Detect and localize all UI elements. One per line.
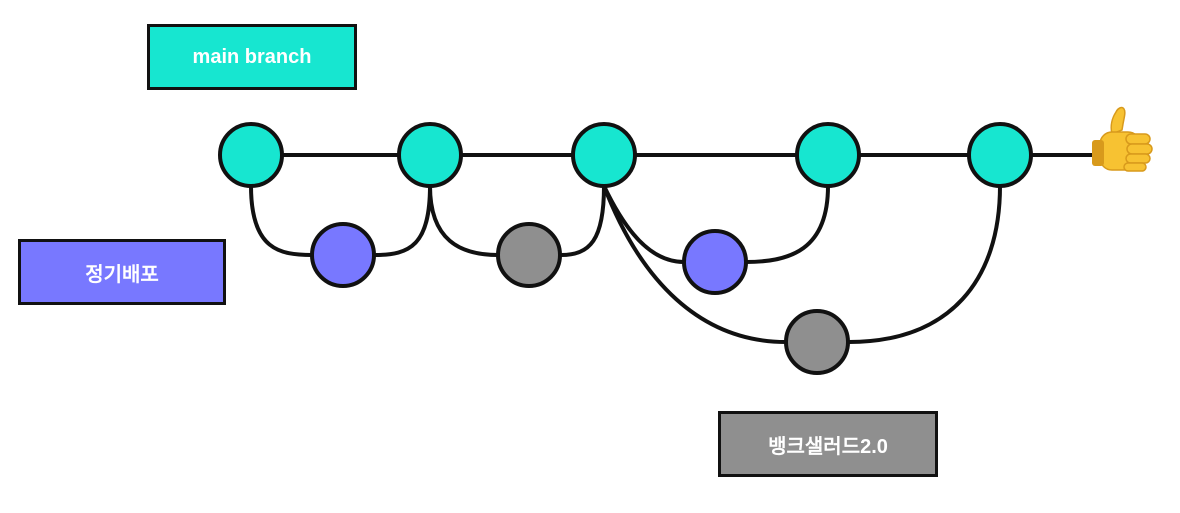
edge-main3-to-bank2 — [602, 184, 788, 344]
main-commit-node — [967, 122, 1033, 188]
edges — [249, 153, 1097, 344]
regular-release-node — [310, 222, 376, 288]
banksalad-node — [496, 222, 562, 288]
banksalad-legend: 뱅크샐러드2.0 — [718, 411, 938, 477]
edge-main2-to-bank1 — [428, 184, 500, 257]
edge-main1-to-regular1 — [249, 184, 314, 257]
main-commit-node — [397, 122, 463, 188]
edge-main3-to-regular2 — [602, 184, 686, 264]
regular-release-node — [682, 229, 748, 295]
regular-release-legend: 정기배포 — [18, 239, 226, 305]
main-commit-node — [571, 122, 637, 188]
edge-regular2-to-main4 — [744, 184, 830, 264]
main-branch-legend: main branch — [147, 24, 357, 90]
banksalad-label: 뱅크샐러드2.0 — [768, 435, 888, 458]
main-commit-node — [795, 122, 861, 188]
main-commit-node — [218, 122, 284, 188]
edge-bank1-to-main3 — [559, 184, 606, 257]
nodes — [218, 122, 1033, 375]
thumbs-up-icon — [1092, 106, 1153, 172]
banksalad-node — [784, 309, 850, 375]
regular-release-label: 정기배포 — [85, 263, 159, 286]
edge-bank2-to-main5 — [847, 184, 1002, 344]
main-branch-label: main branch — [192, 45, 312, 68]
edge-regular1-to-main2 — [373, 184, 432, 257]
